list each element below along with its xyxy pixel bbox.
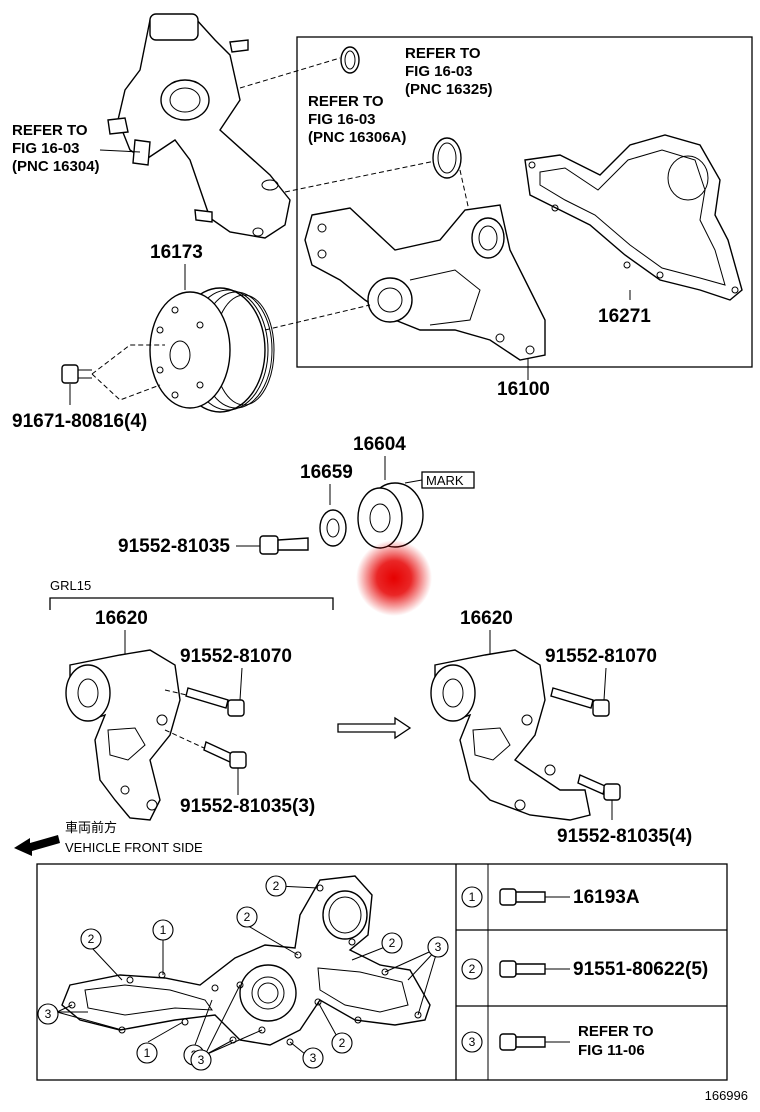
pump-gasket-16271 xyxy=(524,134,743,301)
callout-2 xyxy=(381,932,403,954)
vehicle-front-arrow-icon xyxy=(14,835,60,856)
legend-3-text-line2: FIG 11-06 xyxy=(578,1042,645,1059)
bolt-81035-left xyxy=(164,729,247,769)
ref-gasket-line1: REFER TO xyxy=(405,45,481,62)
callout-3 xyxy=(190,1049,212,1071)
callout-1-text: 1 xyxy=(144,1046,151,1060)
legend-row-2: 2 91551-80622(5) xyxy=(461,958,708,980)
ref-oring-line2: FIG 16-03 xyxy=(308,111,376,128)
label-81035-right: 91552-81035(4) xyxy=(557,826,692,847)
ref-gasket-line3: (PNC 16325) xyxy=(405,81,493,98)
mark-label: MARK xyxy=(426,473,464,488)
tensioner-right xyxy=(430,649,591,821)
label-16620-left: 16620 xyxy=(95,608,148,629)
water-outlet-housing xyxy=(107,13,441,239)
grl15-label: GRL15 xyxy=(50,578,91,593)
vehicle-front-en: VEHICLE FRONT SIDE xyxy=(65,840,203,855)
idler-pulley xyxy=(357,482,424,549)
callout-circles: 2 1 3 1 2 3 2 2 2 3 3 2 xyxy=(37,875,449,1071)
legend-3-circle xyxy=(461,1031,483,1053)
bolt-81070-right xyxy=(550,687,610,717)
ref-oring-line3: (PNC 16306A) xyxy=(308,129,406,146)
oring-small xyxy=(340,46,360,74)
ref-oring-line1: REFER TO xyxy=(308,93,384,110)
legend-3-text-line1: REFER TO xyxy=(578,1023,654,1040)
callout-2 xyxy=(331,1032,353,1054)
legend-row-1: 1 16193A xyxy=(461,886,640,908)
bolt-location-box xyxy=(36,863,728,1081)
label-81070-left: 91552-81070 xyxy=(180,646,292,667)
bolt-icon xyxy=(499,888,517,906)
callout-3-text: 3 xyxy=(310,1051,317,1065)
bolt-icon xyxy=(499,1033,517,1051)
bolt-81035-right xyxy=(577,774,621,801)
label-16100: 16100 xyxy=(497,379,550,400)
ref-water-outlet-line1: REFER TO xyxy=(12,122,88,139)
callout-1 xyxy=(152,919,174,941)
ref-water-outlet-line3: (PNC 16304) xyxy=(12,158,100,175)
label-16173: 16173 xyxy=(150,242,203,263)
legend-1-num: 1 xyxy=(469,890,476,904)
idler-bolt xyxy=(259,535,309,555)
pulley-bolt xyxy=(61,344,165,401)
legend-1-circle xyxy=(461,886,483,908)
red-marker xyxy=(356,540,432,616)
legend-2-circle xyxy=(461,958,483,980)
ref-water-outlet: REFER TO FIG 16-03 (PNC 16304) xyxy=(12,122,100,175)
water-pump-assembly-box xyxy=(296,36,753,368)
label-81035-left: 91552-81035(3) xyxy=(180,796,315,817)
callout-2-text: 2 xyxy=(273,879,280,893)
ref-gasket-upper: REFER TO FIG 16-03 (PNC 16325) xyxy=(405,45,493,98)
oring-large xyxy=(432,137,462,179)
callout-leaders xyxy=(56,885,439,1059)
callout-1 xyxy=(136,1042,158,1064)
callout-2-text: 2 xyxy=(389,936,396,950)
tensioner-left xyxy=(65,649,181,821)
bottom-pump-view xyxy=(61,875,431,1046)
legend-row-3: 3 REFER TO FIG 11-06 xyxy=(461,1023,654,1059)
callout-2-text: 2 xyxy=(88,932,95,946)
callout-3 xyxy=(427,936,449,958)
legend-1-text: 16193A xyxy=(573,887,640,908)
label-16659: 16659 xyxy=(300,462,353,483)
callout-3-text: 3 xyxy=(198,1053,205,1067)
callout-3-text: 3 xyxy=(45,1007,52,1021)
callout-1-text: 1 xyxy=(160,923,167,937)
callout-2 xyxy=(265,875,287,897)
legend-3-num: 3 xyxy=(469,1035,476,1049)
callout-2-text: 2 xyxy=(339,1036,346,1050)
callout-3 xyxy=(302,1047,324,1069)
bolt-icon xyxy=(499,960,517,978)
label-81070-right: 91552-81070 xyxy=(545,646,657,667)
callout-2-text: 2 xyxy=(244,910,251,924)
legend-2-num: 2 xyxy=(469,962,476,976)
label-16620-right: 16620 xyxy=(460,608,513,629)
transition-arrow-icon xyxy=(337,716,412,740)
figure-id: 166996 xyxy=(705,1088,748,1103)
pulley-16173 xyxy=(149,287,275,413)
ref-oring: REFER TO FIG 16-03 (PNC 16306A) xyxy=(308,93,406,146)
grl15-bracket xyxy=(49,597,334,610)
label-idler-bolt: 91552-81035 xyxy=(118,536,230,557)
vehicle-front-jp: 車両前方 xyxy=(65,820,117,835)
label-16271: 16271 xyxy=(598,306,651,327)
callout-3 xyxy=(37,1003,59,1025)
callout-2 xyxy=(80,928,102,950)
label-pulley-bolt: 91671-80816(4) xyxy=(12,411,147,432)
water-pump-body xyxy=(304,204,546,361)
label-16604: 16604 xyxy=(353,434,406,455)
washer xyxy=(319,509,347,547)
legend-2-text: 91551-80622(5) xyxy=(573,959,708,980)
bolt-81070-left xyxy=(164,687,245,717)
callout-3-text: 3 xyxy=(435,940,442,954)
callout-2 xyxy=(236,906,258,928)
ref-water-outlet-line2: FIG 16-03 xyxy=(12,140,80,157)
ref-gasket-line2: FIG 16-03 xyxy=(405,63,473,80)
